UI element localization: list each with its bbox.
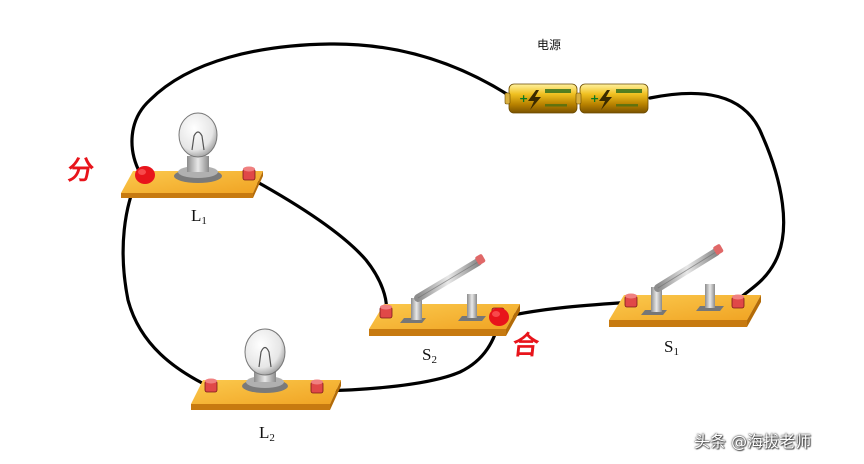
lamp-l2 — [191, 328, 341, 410]
switch-s1-label: S1 — [664, 337, 679, 358]
bulb-l2 — [242, 328, 288, 393]
power-label: 电源 — [537, 38, 562, 52]
terminal-l2-left — [204, 378, 218, 393]
wires — [121, 42, 786, 393]
switch-s1 — [609, 244, 761, 327]
wire-l2-to-s2 — [316, 316, 502, 393]
terminal-s1-right — [731, 294, 745, 309]
junction-merge-dot — [489, 308, 509, 326]
merge-annotation: 合 — [511, 331, 541, 361]
battery-1: + — [504, 83, 578, 114]
lamp-l1 — [121, 112, 263, 198]
lamp-l2-label: L2 — [259, 423, 275, 444]
wire-left-down — [121, 171, 212, 389]
power-source: + + — [504, 83, 649, 114]
terminal-l1-right — [242, 166, 256, 181]
terminal-s2-left — [379, 304, 393, 319]
switch-s2-label: S2 — [422, 345, 437, 366]
terminal-l2-right — [310, 379, 324, 394]
wire-l1-to-s2 — [248, 176, 388, 314]
terminal-s1-left — [624, 293, 638, 308]
split-annotation: 分 — [66, 156, 96, 186]
lamp-l1-label: L1 — [191, 206, 207, 227]
junction-split-dot — [135, 166, 155, 184]
wire-top-right — [648, 91, 786, 302]
bulb-l1 — [174, 112, 222, 183]
wire-top-left — [130, 42, 515, 175]
watermark: 头条 @海拔老师 — [694, 432, 812, 451]
svg-text:+: + — [519, 92, 528, 105]
battery-2: + — [575, 83, 649, 114]
svg-text:+: + — [590, 92, 599, 105]
